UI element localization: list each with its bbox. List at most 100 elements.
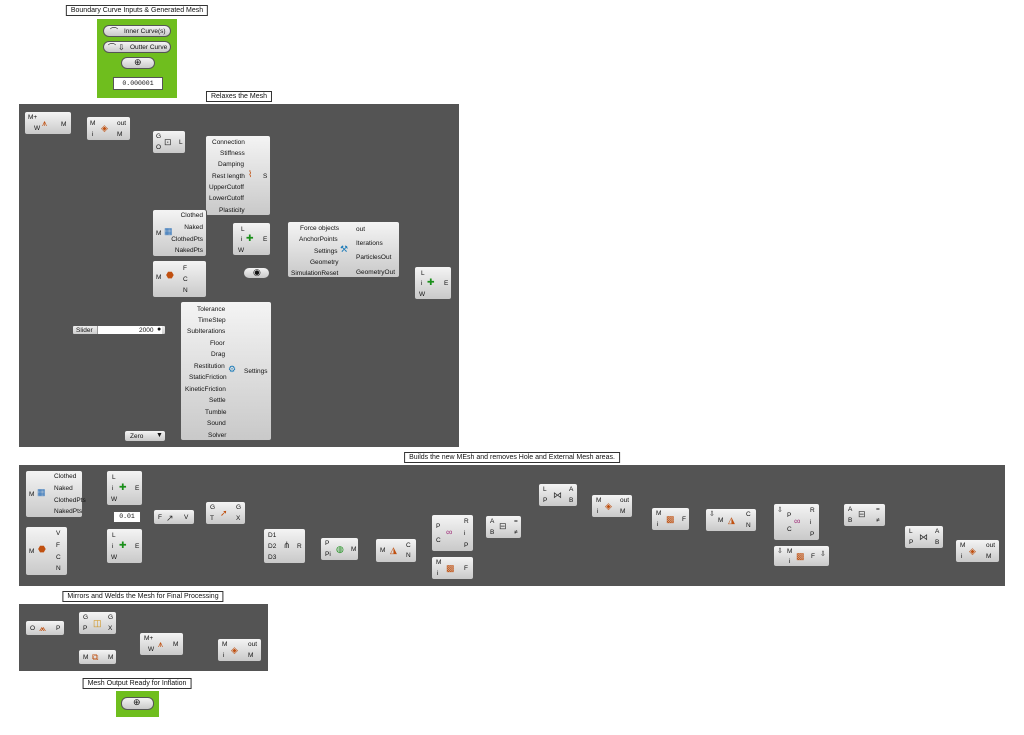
unit-z-component[interactable]: F ↗ V — [153, 509, 195, 525]
output-clothed-pts: ClothedPts — [54, 497, 86, 504]
list-item-component[interactable]: L i W ✚ E — [232, 222, 271, 256]
mesh-faces-icon: ▩ — [446, 563, 455, 573]
offset-panel[interactable]: 0.01 — [113, 511, 141, 523]
input-i: i — [223, 652, 225, 659]
mesh-faces-component-4[interactable]: M i ◈ out M — [955, 539, 1000, 563]
output-neq: ≠ — [514, 529, 518, 536]
mesh-weld-component[interactable]: M ⧉ M — [78, 649, 117, 665]
output-out: out — [117, 120, 127, 127]
spring-goal-component[interactable]: Connection Stiffness Damping Rest length… — [205, 135, 271, 216]
equality-component-2[interactable]: A B ⊟ = ≠ — [843, 503, 886, 527]
input-i: i — [241, 236, 243, 243]
reset-toggle[interactable]: ◉ — [243, 267, 270, 279]
input-c: C — [436, 537, 441, 544]
face-normals-component-2[interactable]: ⇩ M ◮ C N — [705, 508, 757, 532]
deconstruct-mesh-component[interactable]: G O ⊡ L — [152, 130, 186, 154]
output-m: M — [248, 652, 254, 659]
output-b: B — [935, 539, 940, 546]
merge-component[interactable]: D1 D2 D3 ⋔ R — [263, 528, 306, 564]
equality-component[interactable]: A B ⊟ = ≠ — [485, 515, 522, 539]
delaunay-mesh-component[interactable]: P Pi ◍ M — [320, 537, 359, 561]
tolerance-panel[interactable]: 0.000001 — [113, 77, 163, 90]
output-naked-pts: NakedPts — [174, 247, 203, 254]
output-e: E — [135, 543, 140, 550]
mesh-faces-icon: ▩ — [666, 514, 675, 524]
move-component[interactable]: G T ➚ G X — [205, 501, 246, 525]
naked-vertices-component-2[interactable]: M ▦ Clothed Naked ClothedPts NakedPts — [25, 470, 86, 518]
input-g: G — [210, 504, 216, 511]
input-m: M — [596, 497, 602, 504]
mesh-output-param[interactable]: ⊕ — [121, 697, 154, 710]
input-restitution: Restitution — [194, 363, 225, 370]
output-l: L — [179, 139, 183, 146]
face-normals-icon: ◮ — [728, 515, 735, 525]
output-i: i — [464, 530, 466, 537]
input-m: M — [787, 548, 793, 555]
output-c: C — [183, 276, 188, 283]
input-m: M — [29, 548, 35, 555]
input-i: i — [657, 521, 659, 528]
dispatch-component-2[interactable]: L P ⋈ A B — [904, 525, 944, 549]
mesh-faces-component[interactable]: M i ◈ out M — [86, 116, 131, 141]
solver-dropdown[interactable]: Zero ▼ — [124, 430, 166, 442]
output-m: M — [117, 131, 123, 138]
input-anchor-points: AnchorPoints — [299, 236, 338, 243]
join-mesh-component-2[interactable]: M+ W ⩚ M — [139, 632, 184, 656]
join-mesh-component[interactable]: M+ W ⩚ M — [24, 111, 72, 135]
mesh-param-boundary[interactable]: ⊕ — [121, 57, 155, 69]
cull-faces-component-2[interactable]: ⇩ M i ▩ F ⇩ — [773, 545, 830, 567]
yz-plane-component[interactable]: O ⩕ P — [25, 620, 65, 636]
input-drag: Drag — [211, 351, 226, 358]
input-m: M — [436, 559, 442, 566]
subiterations-slider[interactable]: Slider 2000 ● — [72, 325, 166, 335]
lines-icon: ⊡ — [164, 137, 172, 147]
input-force-objects: Force objects — [300, 225, 340, 232]
inner-curve-param[interactable]: ⌒ Inner Curve(s) — [103, 25, 171, 37]
deconstruct-mesh-vfcn-2[interactable]: M ⬣ V F C N — [25, 526, 68, 576]
output-f: F — [183, 265, 187, 272]
input-tumble: Tumble — [205, 409, 227, 416]
point-in-curve-component[interactable]: P C ∞ R i P — [431, 514, 474, 552]
mesh-grid-icon: ▦ — [37, 487, 46, 497]
input-i: i — [92, 131, 94, 138]
arrow-icon: ⇩ — [777, 548, 783, 555]
group-title-output: Mesh Output Ready for Inflation — [82, 678, 192, 689]
point-in-curve-component-2[interactable]: ⇩ P C ∞ R i P — [773, 503, 820, 541]
input-floor: Floor — [210, 340, 225, 347]
naked-vertices-component[interactable]: M ▦ Clothed Naked ClothedPts NakedPts — [152, 209, 207, 257]
output-out: out — [620, 497, 630, 504]
equals-icon: ⊟ — [858, 509, 866, 519]
input-a: A — [848, 506, 853, 513]
list-item-component-4[interactable]: L i W ✚ E — [106, 528, 143, 564]
list-item-component-3[interactable]: L i W ✚ E — [106, 470, 143, 506]
cull-faces-component[interactable]: M i ▩ F — [431, 556, 474, 580]
input-i: i — [421, 280, 423, 287]
face-normals-component[interactable]: M ◮ C N — [375, 538, 417, 563]
deconstruct-mesh-vfcn[interactable]: M ⬣ F C N — [152, 260, 207, 298]
mirror-component[interactable]: G P ◫ G X — [78, 611, 117, 635]
output-p: P — [464, 542, 469, 549]
mesh-faces-component-5[interactable]: M i ◈ out M — [217, 638, 262, 662]
mesh-faces-component-2[interactable]: M i ◈ out M — [591, 494, 633, 518]
mesh-edit-icon: ◈ — [605, 501, 612, 511]
input-p: P — [543, 497, 548, 504]
slider-knob-icon[interactable]: ● — [157, 326, 162, 333]
outer-curve-param[interactable]: ⌒ ⇩ Outter Curve — [103, 41, 171, 53]
kangaroo-solver-component[interactable]: Force objects AnchorPoints Settings Geom… — [287, 221, 400, 278]
outer-curve-label: Outter Curve — [130, 44, 168, 51]
input-m: M — [222, 641, 228, 648]
chevron-down-icon[interactable]: ▼ — [156, 432, 163, 439]
slider-track[interactable] — [97, 326, 162, 334]
mesh-faces-component-3[interactable]: M i ▩ F — [651, 507, 690, 531]
output-c: C — [746, 511, 751, 518]
weld-icon: ⧉ — [92, 652, 99, 662]
output-eq: = — [514, 518, 518, 525]
output-clothed: Clothed — [54, 473, 77, 480]
list-item-component-2[interactable]: L i W ✚ E — [414, 266, 452, 300]
mesh-deconstruct-icon: ⬣ — [166, 270, 174, 280]
solver-settings-component[interactable]: Tolerance TimeStep SubIterations Floor D… — [180, 301, 272, 441]
output-eq: = — [876, 506, 880, 513]
dispatch-component[interactable]: L P ⋈ A B — [538, 483, 578, 507]
input-rest-length: Rest length — [212, 173, 245, 180]
mesh-edit-icon: ◈ — [231, 645, 238, 655]
